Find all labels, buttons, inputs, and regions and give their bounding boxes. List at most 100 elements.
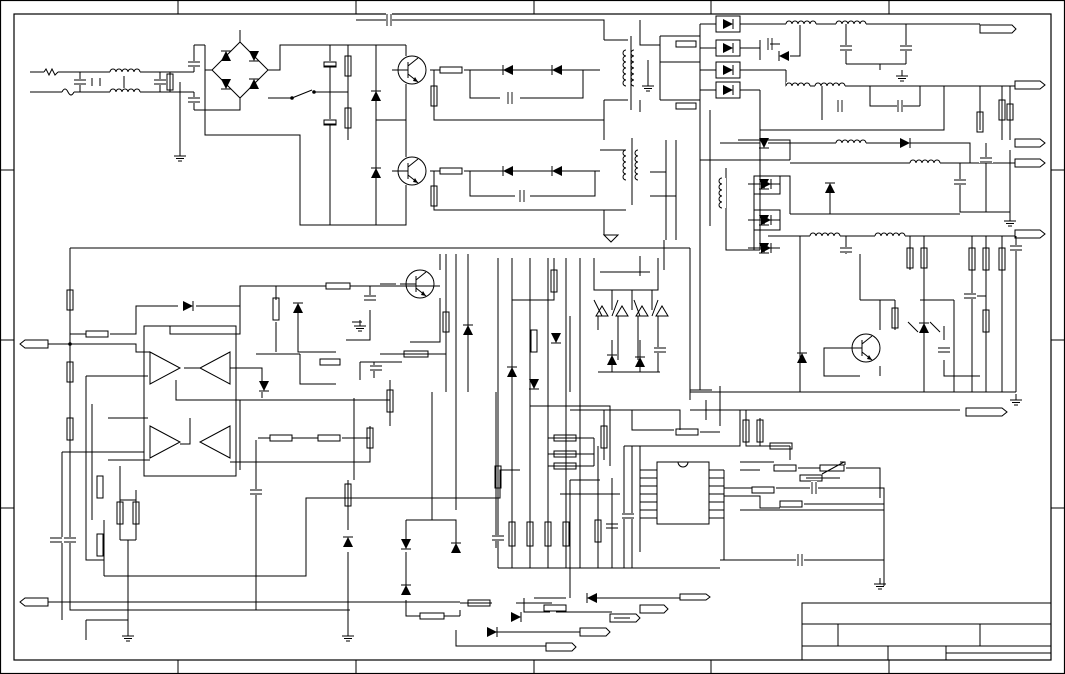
wire — [845, 24, 907, 64]
diode — [503, 65, 513, 75]
resistor — [272, 297, 280, 321]
inductor-gap — [875, 232, 905, 237]
wire — [347, 398, 355, 530]
resistor — [779, 500, 803, 508]
wire — [959, 143, 1010, 213]
wire — [943, 360, 980, 377]
capacitor — [323, 61, 337, 68]
resistor — [96, 533, 104, 557]
diode — [723, 43, 733, 53]
diode — [919, 323, 929, 333]
resistor — [366, 427, 374, 449]
diode — [607, 355, 617, 365]
resistor — [675, 102, 697, 110]
resistor — [439, 66, 463, 74]
op-amp-box — [143, 325, 237, 477]
resistor — [344, 107, 352, 129]
capacitor — [954, 179, 966, 185]
capacitor — [154, 79, 166, 85]
junction-dot — [290, 96, 294, 100]
inductor-gap — [637, 150, 642, 180]
wire — [910, 142, 971, 163]
transistor-arrow — [421, 291, 426, 296]
wire — [205, 98, 241, 111]
capacitor — [837, 100, 843, 112]
wire — [740, 446, 881, 498]
wire — [469, 70, 584, 99]
wire — [455, 630, 580, 647]
capacitor — [74, 79, 86, 85]
wire — [30, 71, 80, 93]
resistor — [742, 419, 750, 443]
diode — [401, 585, 411, 595]
capacitor — [250, 489, 262, 495]
wire — [376, 84, 407, 157]
wire — [753, 175, 831, 250]
inductor — [809, 232, 841, 237]
inductor-gap — [110, 88, 140, 93]
inductor-gap — [721, 178, 726, 208]
transistor-leads — [392, 158, 419, 184]
thermistor — [61, 88, 75, 96]
wire — [380, 254, 441, 343]
resistor — [543, 604, 567, 612]
capacitor-gap — [811, 481, 817, 495]
resistor — [920, 247, 928, 269]
inductor-gap — [110, 68, 140, 73]
diode — [779, 51, 789, 61]
wire — [859, 254, 880, 301]
ground-symbol — [642, 80, 654, 92]
wire — [569, 248, 691, 430]
wire — [91, 76, 125, 88]
diode — [761, 243, 771, 253]
rectifier-pair — [753, 209, 781, 231]
capacitor — [897, 100, 903, 112]
inductor — [814, 82, 846, 87]
inductor-gap — [836, 139, 866, 144]
resistor — [419, 612, 445, 620]
wire — [230, 367, 263, 398]
capacitor — [64, 537, 76, 543]
resistor — [344, 55, 352, 77]
ground-symbol — [874, 578, 886, 590]
wire — [194, 44, 205, 111]
capacitor-gap — [937, 347, 951, 353]
opto-led — [635, 305, 649, 317]
diode — [401, 539, 411, 549]
wire — [230, 426, 371, 463]
diode — [463, 325, 473, 335]
wire — [720, 509, 884, 561]
wire — [690, 386, 960, 426]
resistor — [553, 462, 577, 470]
wire — [330, 45, 349, 140]
wire — [330, 185, 407, 226]
wire — [346, 286, 371, 341]
resistor — [600, 425, 608, 449]
inductor-gap — [786, 20, 816, 25]
trimmer-arrow — [821, 461, 846, 475]
wire — [979, 86, 1011, 140]
inductor-gap — [810, 232, 840, 237]
ground-triangle — [602, 234, 620, 243]
capacitor-gap — [323, 119, 337, 125]
resistor — [269, 434, 293, 442]
wire — [175, 380, 241, 470]
capacitor-gap — [837, 99, 843, 113]
resistor — [751, 486, 775, 494]
diode — [371, 168, 381, 178]
ic-notch — [677, 461, 689, 468]
op-amp — [149, 351, 182, 385]
capacitor — [654, 347, 666, 353]
capacitor-gap — [897, 99, 903, 113]
capacitor-gap — [1009, 245, 1023, 251]
resistor — [439, 167, 463, 175]
inductor — [785, 20, 817, 25]
capacitor-gap — [187, 61, 201, 67]
wire — [459, 597, 680, 616]
resistor — [467, 599, 491, 607]
transistor-leads — [846, 335, 873, 361]
ground-symbol — [1004, 215, 1016, 227]
capacitor-gap — [386, 13, 392, 27]
diode — [587, 593, 597, 603]
